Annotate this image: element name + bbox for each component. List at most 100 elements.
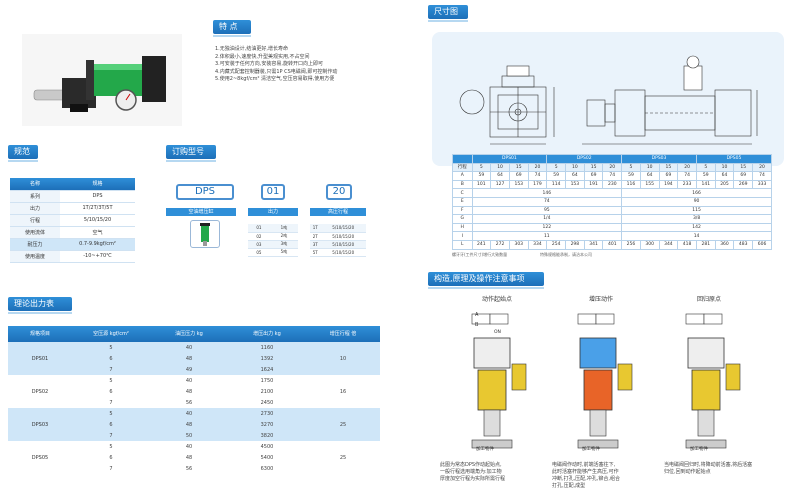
table-cell: 11: [471, 231, 623, 241]
table-cell: 122: [471, 222, 623, 233]
table-header: 名称: [10, 178, 60, 191]
table-cell: 59: [546, 171, 567, 181]
table-row: 使用流体空气: [10, 226, 135, 239]
table-cell: 59: [471, 171, 492, 181]
table-cell: 256: [621, 239, 641, 250]
diagram-label: ON: [494, 330, 501, 335]
table-cell: 3/8: [621, 214, 772, 224]
table-cell: 334: [527, 239, 548, 250]
table-cell: 194: [658, 179, 679, 190]
table-header: 油压压力 kg: [150, 326, 228, 342]
table-cell: 5400: [228, 452, 306, 463]
table-cell: G: [452, 214, 473, 224]
structure-title: 构造,原理及操作注意事项: [428, 272, 544, 289]
table-cell: 2T: [310, 232, 321, 241]
table-cell: 59: [621, 171, 641, 181]
table-cell: 5: [471, 162, 492, 173]
table-cell: 行程: [452, 162, 473, 173]
table-cell: 15: [658, 162, 679, 173]
table-cell: 系列: [10, 190, 60, 203]
table-cell: 2730: [228, 408, 306, 419]
table-cell: 191: [583, 179, 604, 190]
table-cell: 14: [621, 231, 772, 241]
table-cell: 300: [639, 239, 660, 250]
table-cell: 6: [72, 386, 150, 397]
table-cell: 5/10/15/20: [60, 214, 135, 227]
table-cell: 0.7-9.9kgf/cm²: [60, 238, 135, 251]
order-code-series: DPS: [176, 184, 234, 200]
table-cell: H: [452, 222, 473, 233]
table-cell: 出力: [10, 202, 60, 215]
table-cell: 59: [695, 171, 716, 181]
table-cell: 344: [658, 239, 679, 250]
table-cell: 418: [677, 239, 697, 250]
table-cell: 7: [72, 430, 150, 441]
table-cell: C: [452, 188, 473, 198]
feature-line: 5.使用2~8kgf/cm² 清洁空气,空压容易取得,使用方便: [215, 76, 335, 82]
table-cell: 1吨: [269, 224, 298, 233]
table-cell: 116: [621, 179, 641, 190]
dimensions-footnote-left: 螺牙牙(工件尺寸)增行大致数量: [452, 252, 508, 257]
table-cell: 3270: [228, 419, 306, 430]
phase-caption-start: 此图为常态DPS作动起始点, 一般行程选用端角为:加工物 厚度加空行程为实际所需…: [440, 462, 506, 482]
table-cell: 153: [508, 179, 529, 190]
order-label-force: 出力: [248, 208, 298, 216]
table-cell: 4500: [228, 441, 306, 452]
feature-line: 3.可安装于任何方向,安装容易,旋转开口向上即可: [215, 61, 323, 67]
table-cell: 01: [248, 224, 270, 233]
table-cell: 1/4: [471, 214, 623, 224]
table-cell: 05: [248, 248, 270, 257]
output-title: 理论出力表: [8, 297, 72, 314]
table-cell: 10: [639, 162, 660, 173]
table-cell: 153: [565, 179, 585, 190]
table-cell: 155: [639, 179, 660, 190]
table-cell: 7: [72, 397, 150, 408]
table-cell: 64: [714, 171, 735, 181]
table-cell: 56: [150, 463, 228, 474]
table-cell: 使用温度: [10, 250, 60, 263]
table-cell: 20: [527, 162, 548, 173]
dimensions-footnote-right: 特殊规格能承制，请洽本公司: [540, 252, 592, 257]
table-cell: 298: [565, 239, 585, 250]
table-cell: 74: [677, 171, 697, 181]
table-cell: 69: [508, 171, 529, 181]
table-header: 规格: [60, 178, 135, 191]
table-cell: 3T: [310, 240, 321, 249]
table-cell: 15: [508, 162, 529, 173]
table-cell: 230: [602, 179, 623, 190]
table-cell: 69: [658, 171, 679, 181]
table-cell: I: [452, 231, 473, 241]
table-cell: 483: [733, 239, 754, 250]
dimensions-title: 尺寸图: [428, 5, 468, 22]
table-cell: L: [452, 239, 473, 250]
table-cell: 49: [150, 364, 228, 375]
feature-line: 1.无独油设计,结油更好,增长寿命: [215, 46, 288, 52]
phase-caption-boost: 电磁阀作动时,前端活塞往下, 此时活塞杆能够产生高压,可作 冲断,打孔,压配,冲…: [552, 462, 620, 489]
table-cell: 64: [565, 171, 585, 181]
table-cell: DPS05: [8, 441, 72, 474]
table-cell: 20: [677, 162, 697, 173]
table-cell: 179: [527, 179, 548, 190]
table-cell: 69: [733, 171, 754, 181]
table-cell: 40: [150, 408, 228, 419]
table-header: 规格项目: [8, 326, 72, 342]
table-cell: 303: [508, 239, 529, 250]
table-cell: 1T: [310, 224, 321, 233]
table-cell: 15: [583, 162, 604, 173]
table-cell: 2450: [228, 397, 306, 408]
diagram-label: B: [475, 322, 479, 328]
